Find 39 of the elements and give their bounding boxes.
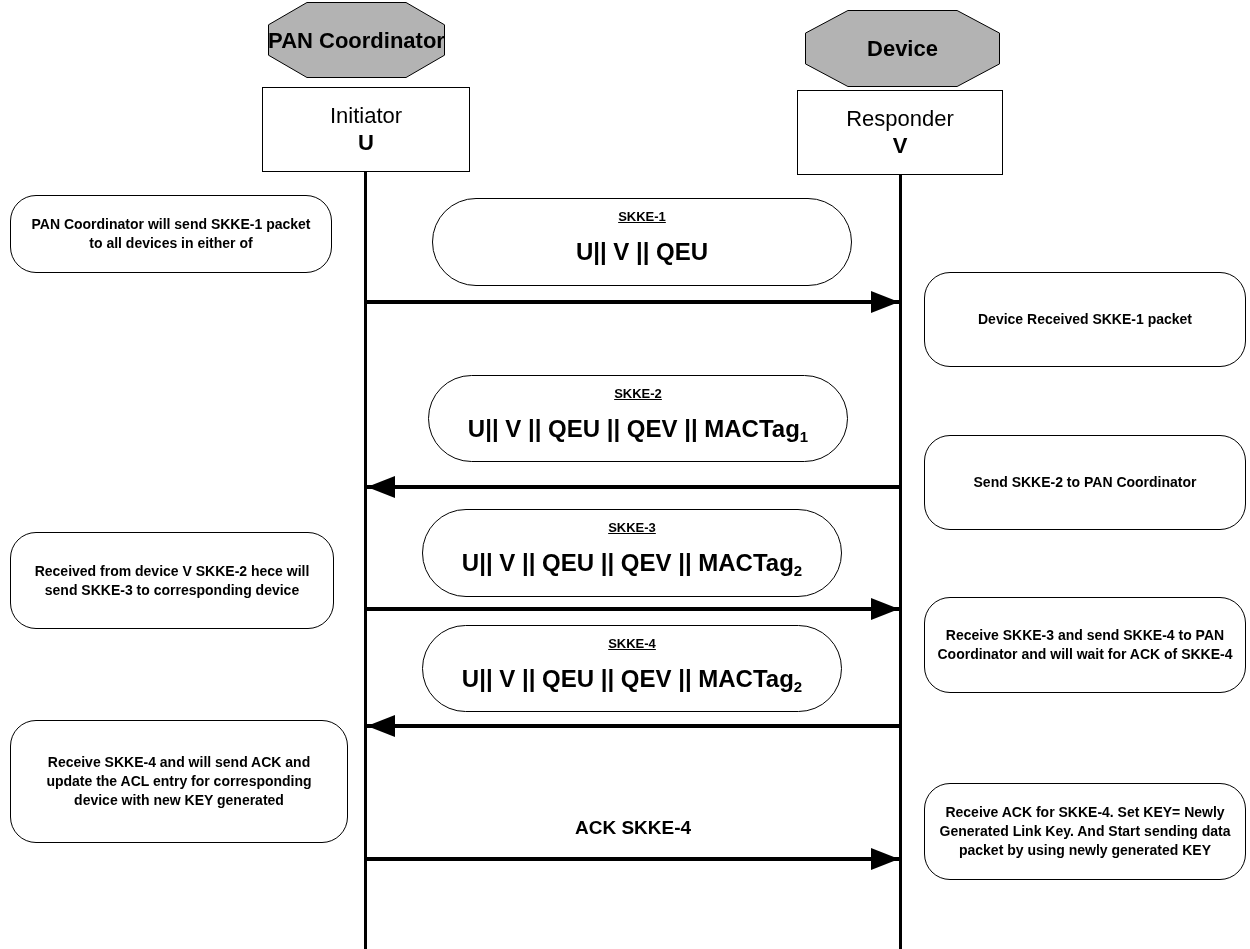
note-box [10,532,334,629]
note-box [924,783,1246,880]
message-content: U|| V || QEU || QEV || MACTag$_{1}$ [467,415,809,443]
note-text: PAN Coordinator will send SKKE-1 packet to all devices in either of [30,215,312,253]
note-text: Device Received SKKE-1 packet [978,310,1192,329]
note-text: Received from device V SKKE-2 hece will send SKKE-3 to corresponding device [33,561,311,600]
role-box [797,90,1003,175]
message-content: U|| V || QEU || QEV || MACTag$_{2}$ [461,549,803,577]
message-arrow [367,715,899,737]
note-box [924,597,1246,693]
message-title: SKKE-4 [608,636,656,651]
note-box [10,720,348,843]
note-text: Receive ACK for SKKE-4. Set KEY= Newly Generated Link Key. And Start sending data packet by using newly generated KEY [938,803,1232,860]
message-title: SKKE-1 [618,209,666,224]
actor-name: Device [867,37,938,62]
note-text: Receive SKKE-4 and will send ACK and update the ACL entry for corresponding device with new KEY generated [45,753,313,810]
message-title: SKKE-2 [614,386,662,401]
message-arrow [367,291,899,313]
role-name: Initiator [329,103,403,130]
actor-name: PAN Coordinator [268,28,445,54]
role-symbol: V [892,132,908,159]
note-text: Send SKKE-2 to PAN Coordinator [973,473,1197,492]
message-arrow [367,598,899,620]
message-arrow [367,848,899,870]
note-box [924,272,1246,367]
role-symbol: U [358,129,374,156]
note-box [924,435,1246,530]
role-box [262,87,470,172]
message-arrow [367,476,899,498]
role-name: Responder [846,106,954,133]
actor-octagon [805,10,1000,87]
note-text: Receive SKKE-3 and send SKKE-4 to PAN Coordinator and will wait for ACK of SKKE-4 [937,626,1233,664]
note-box [10,195,332,273]
message-title: SKKE-3 [608,520,656,535]
lifeline [364,172,367,949]
lifeline [899,175,902,949]
message-content: U|| V || QEU || QEV || MACTag$_{2}$ [461,665,803,693]
actor-octagon [268,2,445,78]
message-content: U|| V || QEU [575,238,709,266]
